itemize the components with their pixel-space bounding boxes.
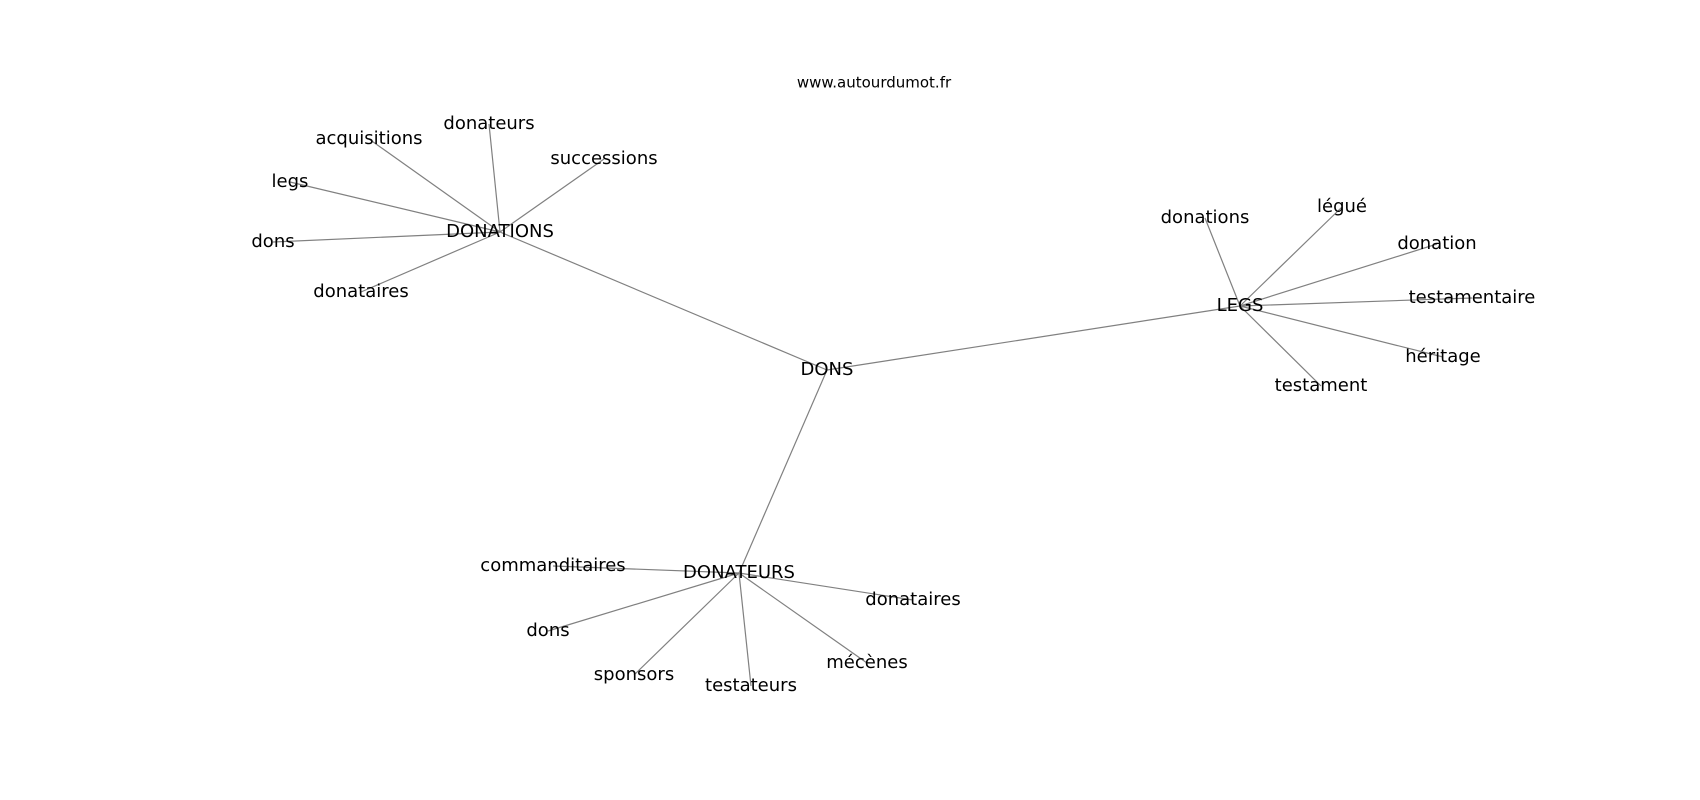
node-successions[interactable]: successions: [550, 148, 657, 169]
edge-dons_center-legs_hub: [826, 305, 1241, 371]
edge-donations_hub-acquisitions: [368, 138, 501, 233]
node-legs-hub[interactable]: LEGS: [1217, 295, 1264, 316]
node-dons-3[interactable]: dons: [526, 620, 569, 641]
node-acquisitions[interactable]: acquisitions: [316, 128, 423, 149]
node-donateurs-hub[interactable]: DONATEURS: [683, 562, 795, 583]
labels-layer: DONS DONATIONS LEGS DONATEURS acquisitions do…: [251, 113, 1535, 696]
edge-donations_hub-donateurs_1: [488, 123, 501, 233]
edge-donations_hub-legs_1: [289, 181, 501, 233]
edge-donateurs_hub-sponsors: [633, 572, 740, 676]
edge-legs_hub-testamentaire: [1239, 297, 1473, 307]
edges-layer: [272, 123, 1473, 687]
edge-legs_hub-testament: [1239, 305, 1322, 387]
node-dons-center[interactable]: DONS: [801, 359, 854, 380]
node-heritage[interactable]: héritage: [1405, 346, 1480, 367]
node-commanditaires[interactable]: commanditaires: [480, 555, 625, 576]
edge-dons_center-donateurs_hub: [738, 369, 828, 574]
edge-donations_hub-dons_1: [272, 231, 501, 243]
edge-legs_hub-legue: [1239, 206, 1343, 307]
node-donations-2[interactable]: donations: [1161, 207, 1250, 228]
node-sponsors[interactable]: sponsors: [594, 664, 674, 685]
watermark: www.autourdumot.fr: [797, 74, 952, 92]
node-testament[interactable]: testament: [1275, 375, 1368, 396]
node-donation[interactable]: donation: [1397, 233, 1476, 254]
edge-donateurs_hub-mecenes: [738, 572, 868, 664]
node-donataires-3[interactable]: donataires: [865, 589, 960, 610]
edge-donations_hub-successions: [499, 158, 605, 233]
edge-donateurs_hub-dons_3: [547, 572, 740, 632]
node-legs-1[interactable]: legs: [272, 171, 309, 192]
node-legue[interactable]: légué: [1317, 196, 1367, 217]
edge-legs_hub-heritage: [1239, 305, 1444, 358]
edge-donateurs_hub-testateurs: [738, 572, 752, 687]
node-donataires-1[interactable]: donataires: [313, 281, 408, 302]
edge-legs_hub-donation: [1239, 243, 1438, 307]
node-donateurs-1[interactable]: donateurs: [443, 113, 534, 134]
node-mecenes[interactable]: mécènes: [826, 652, 907, 673]
node-donations-hub[interactable]: DONATIONS: [446, 221, 554, 242]
edge-donateurs_hub-donataires_3: [738, 572, 914, 601]
edge-donations_hub-donataires_1: [360, 231, 501, 293]
node-dons-1[interactable]: dons: [251, 231, 294, 252]
node-testateurs[interactable]: testateurs: [705, 675, 797, 696]
edge-donateurs_hub-commanditaires: [552, 565, 740, 574]
node-testamentaire[interactable]: testamentaire: [1409, 287, 1536, 308]
edge-dons_center-donations_hub: [499, 231, 828, 371]
edge-legs_hub-donations_2: [1204, 217, 1241, 307]
